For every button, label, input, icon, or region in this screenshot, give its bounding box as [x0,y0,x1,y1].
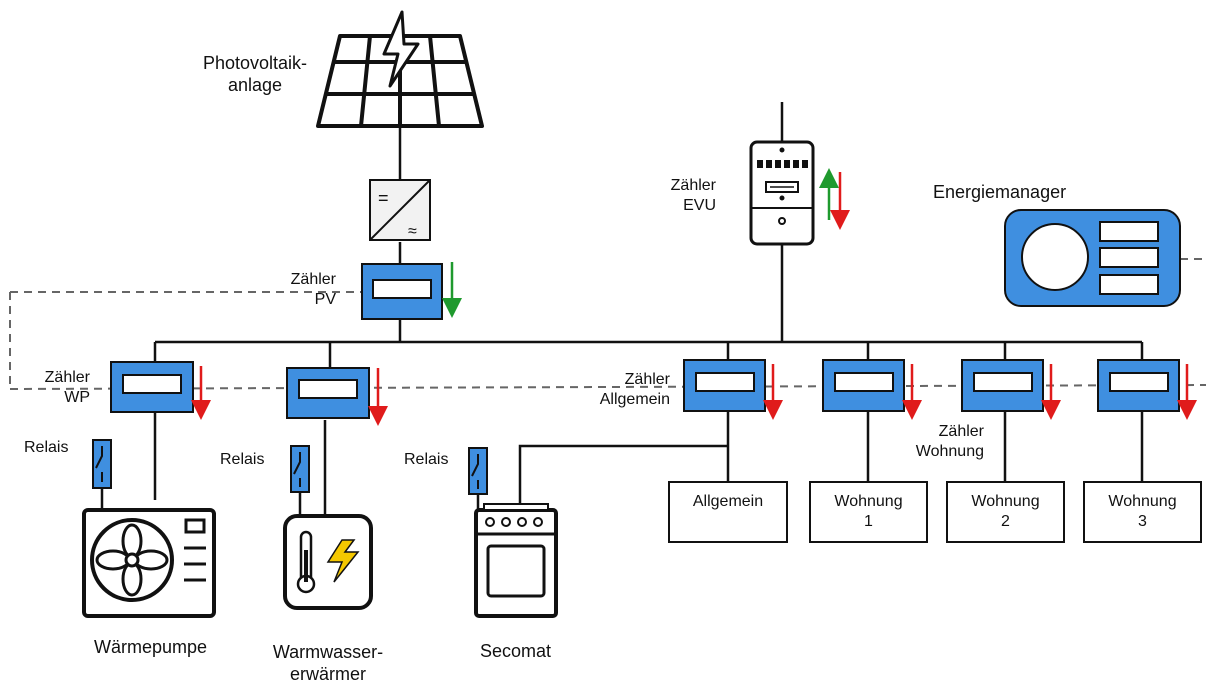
water-heater-label-line2: erwärmer [289,664,366,684]
relais-seco-icon [468,447,488,495]
consumer-wohnung1-label: Wohnung 1 [810,492,927,532]
consumer-wohnung2-line2: 2 [1001,513,1010,530]
water-heater-label: Warmwasser- erwärmer [258,641,398,685]
pv-label: Photovoltaik- anlage [192,52,318,96]
consumer-allgemein-label: Allgemein [669,492,787,512]
meter-wohnung1-icon [822,359,905,412]
meter-evu-label-line2: EVU [683,197,716,214]
consumer-wohnung2-box [946,481,1065,543]
meter-pv-label: Zähler PV [276,270,336,310]
water-heater-label-line1: Warmwasser- [272,642,384,662]
water-heater-icon [283,514,373,610]
meter-pv-icon [361,263,443,320]
energy-manager-icon [1004,209,1181,307]
consumer-wohnung2-line1: Wohnung [971,493,1040,510]
consumer-wohnung1-box [809,481,928,543]
heat-pump-icon [82,508,216,618]
meter-ww-icon [286,367,370,419]
evu-meter-icon [749,140,815,246]
relais-ww-icon [290,445,310,493]
consumer-wohnung3-label: Wohnung 3 [1084,492,1201,532]
meter-evu-label: Zähler EVU [660,176,716,216]
line-allg-secomat [518,444,728,506]
pv-label-line1: Photovoltaik- [202,53,308,73]
meter-wp-label-line1: Zähler [44,369,90,386]
meter-allgemein-label-line2: Allgemein [599,391,670,408]
meter-wp-label: Zähler WP [30,368,90,408]
consumer-wohnung3-box [1083,481,1202,543]
meter-allgemein-icon [683,359,766,412]
meter-wohnung-label-line1: Zähler [938,423,984,440]
meter-evu-label-line1: Zähler [670,177,716,194]
meter-wp-icon [110,361,194,413]
relais-wp-icon [92,439,112,489]
power-lines [100,102,1144,518]
solar-panel-icon [316,10,484,128]
relais-ww-label: Relais [220,451,265,468]
consumer-wohnung2-label: Wohnung 2 [947,492,1064,532]
secomat-icon [474,503,558,618]
inverter-ac-symbol: ≈ [408,223,417,240]
consumer-allgemein-text: Allgemein [692,493,764,510]
meter-wp-label-line2: WP [64,389,90,406]
consumer-allgemein-box [668,481,788,543]
meter-pv-label-line1: Zähler [290,271,336,288]
meter-wohnung2-icon [961,359,1044,412]
inverter-icon [369,179,431,241]
meter-wohnung-label: Zähler Wohnung [900,422,984,462]
consumer-wohnung1-line1: Wohnung [834,493,903,510]
meter-allgemein-label: Zähler Allgemein [578,370,670,410]
meter-wohnung3-icon [1097,359,1180,412]
energy-manager-label: Energiemanager [933,182,1067,202]
relais-wp-label: Relais [24,439,69,456]
lightning-icon [382,10,420,88]
consumer-wohnung3-line2: 3 [1138,513,1147,530]
pv-label-line2: anlage [227,75,283,95]
heat-pump-label: Wärmepumpe [94,637,208,657]
consumer-wohnung3-line1: Wohnung [1108,493,1177,510]
consumer-wohnung1-line2: 1 [864,513,873,530]
inverter-dc-symbol: = [378,188,389,208]
relais-seco-label: Relais [404,451,449,468]
meter-pv-label-line2: PV [314,291,336,308]
secomat-label: Secomat [480,641,552,661]
meter-allgemein-label-line1: Zähler [624,371,670,388]
meter-wohnung-label-line2: Wohnung [915,443,984,460]
